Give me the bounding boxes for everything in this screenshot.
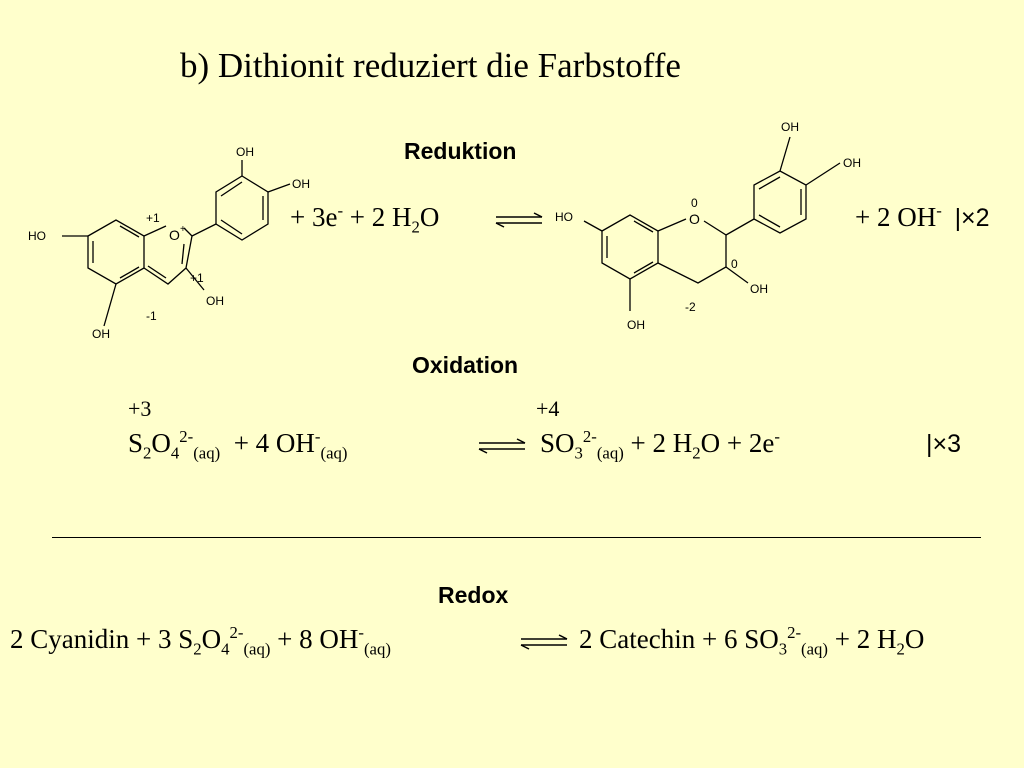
catechin-ox-o: 0	[691, 196, 698, 210]
catechin-ox-c4: -2	[685, 300, 696, 314]
cyanidin-ox-c3: +1	[190, 271, 204, 285]
catechin-ho-left: HO	[555, 210, 573, 224]
catechin-o-ring: O	[689, 211, 700, 227]
reduktion-factor: |×2	[954, 204, 990, 232]
equilibrium-arrow-reduktion	[495, 212, 543, 228]
heading-redox: Redox	[438, 582, 509, 608]
oxidation-reactants: S2O42-(aq) + 4 OH-(aq)	[128, 427, 348, 463]
equilibrium-arrow-redox	[520, 634, 568, 650]
cyanidin-ox-o: +1	[146, 211, 160, 225]
reduktion-reactants: + 3e- + 2 H2O	[290, 201, 440, 237]
cyanidin-oh-top1: OH	[236, 145, 254, 159]
oxidation-number-right: +4	[536, 396, 560, 421]
cyanidin-oh-top2: OH	[292, 177, 310, 191]
cyanidin-plus-charge: +	[180, 224, 186, 235]
catechin-structure: OH OH HO O 0 0 -2 OH OH	[555, 120, 861, 332]
cyanidin-oh-c3: OH	[206, 294, 224, 308]
oxidation-number-left: +3	[128, 396, 152, 421]
cyanidin-oh-bottom: OH	[92, 327, 110, 341]
divider-line	[52, 537, 981, 538]
catechin-oh-c3: OH	[750, 282, 768, 296]
cyanidin-ox-c4: -1	[146, 309, 157, 323]
reduktion-products: + 2 OH- |×2	[855, 201, 990, 232]
heading-reduktion: Reduktion	[404, 138, 517, 164]
cyanidin-ho-left: HO	[28, 229, 46, 243]
redox-products: 2 Catechin + 6 SO32-(aq) + 2 H2O	[579, 623, 925, 659]
cyanidin-structure: OH OH HO O + +1 +1 -1 OH OH	[28, 145, 310, 341]
equilibrium-arrow-oxidation	[478, 438, 526, 454]
slide-title: b) Dithionit reduziert die Farbstoffe	[180, 46, 681, 85]
catechin-oh-top2: OH	[843, 156, 861, 170]
catechin-oh-top1: OH	[781, 120, 799, 134]
oxidation-products: SO32-(aq) + 2 H2O + 2e-	[540, 427, 780, 463]
catechin-ox-c3: 0	[731, 257, 738, 271]
heading-oxidation: Oxidation	[412, 352, 519, 378]
catechin-oh-bottom: OH	[627, 318, 645, 332]
oxidation-factor: |×3	[926, 430, 961, 458]
cyanidin-o-plus: O	[169, 227, 180, 243]
redox-reactants: 2 Cyanidin + 3 S2O42-(aq) + 8 OH-(aq)	[10, 623, 391, 659]
